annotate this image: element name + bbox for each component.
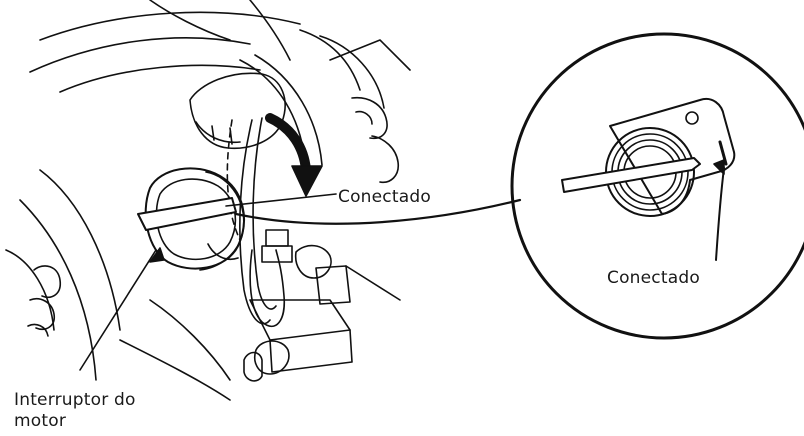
base-block: [244, 246, 400, 381]
label-connected-main: Conectado: [338, 187, 431, 208]
label-engine-switch: Interruptor do motor: [14, 390, 184, 432]
label-connected-zoom: Conectado: [607, 268, 700, 289]
engine-housing: [30, 0, 410, 182]
zoom-inset: [512, 34, 804, 338]
